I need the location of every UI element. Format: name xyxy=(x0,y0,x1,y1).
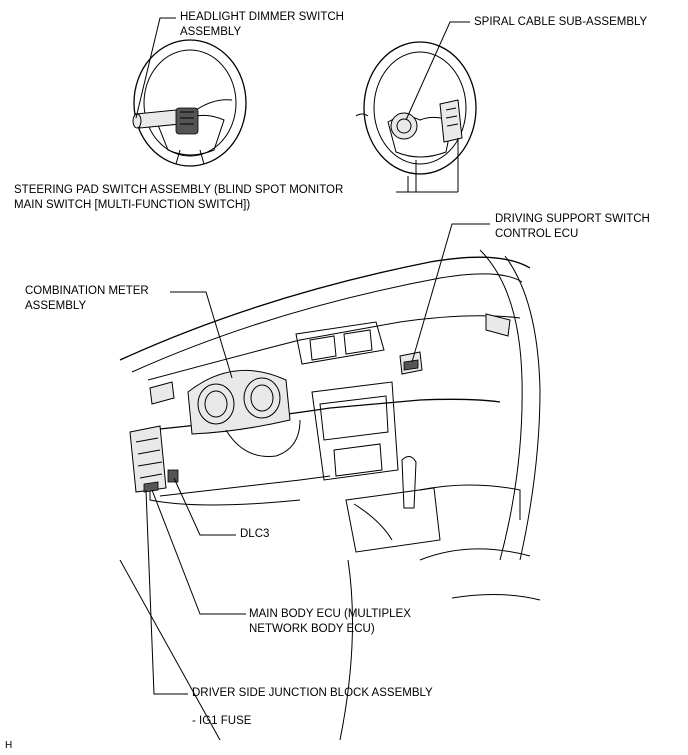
label-line: DLC3 xyxy=(240,528,270,540)
steering-wheel-left xyxy=(132,39,247,167)
label-ig1-fuse: - IG1 FUSE xyxy=(192,714,251,729)
label-steering-pad-switch: STEERING PAD SWITCH ASSEMBLY (BLIND SPOT… xyxy=(14,183,343,213)
label-combination-meter: COMBINATION METER ASSEMBLY xyxy=(25,284,149,314)
leader-lines xyxy=(135,17,490,695)
label-headlight-dimmer-switch: HEADLIGHT DIMMER SWITCH ASSEMBLY xyxy=(180,10,344,40)
label-line: DRIVER SIDE JUNCTION BLOCK ASSEMBLY xyxy=(192,687,433,699)
label-driving-support-ecu: DRIVING SUPPORT SWITCH CONTROL ECU xyxy=(495,212,650,242)
label-line: - IG1 FUSE xyxy=(192,715,252,727)
dashboard-illustration xyxy=(119,249,541,741)
label-line: COMBINATION METER xyxy=(25,285,149,297)
label-line: MAIN BODY ECU (MULTIPLEX xyxy=(249,608,411,620)
label-line: MAIN SWITCH [MULTI-FUNCTION SWITCH]) xyxy=(14,199,251,211)
label-line: SPIRAL CABLE SUB-ASSEMBLY xyxy=(474,16,648,28)
label-junction-block: DRIVER SIDE JUNCTION BLOCK ASSEMBLY xyxy=(192,686,433,701)
label-spiral-cable: SPIRAL CABLE SUB-ASSEMBLY xyxy=(474,15,647,30)
corner-code: H xyxy=(5,740,13,751)
label-line: HEADLIGHT DIMMER SWITCH xyxy=(180,11,344,23)
label-line: NETWORK BODY ECU) xyxy=(249,623,375,635)
label-dlc3: DLC3 xyxy=(240,527,269,542)
label-line: STEERING PAD SWITCH ASSEMBLY (BLIND SPOT… xyxy=(14,184,344,196)
label-line: ASSEMBLY xyxy=(180,26,242,38)
label-line: ASSEMBLY xyxy=(25,300,87,312)
label-line: DRIVING SUPPORT SWITCH xyxy=(495,213,650,225)
label-line: CONTROL ECU xyxy=(495,228,579,240)
label-main-body-ecu: MAIN BODY ECU (MULTIPLEX NETWORK BODY EC… xyxy=(249,607,411,637)
steering-wheel-right xyxy=(355,41,477,175)
